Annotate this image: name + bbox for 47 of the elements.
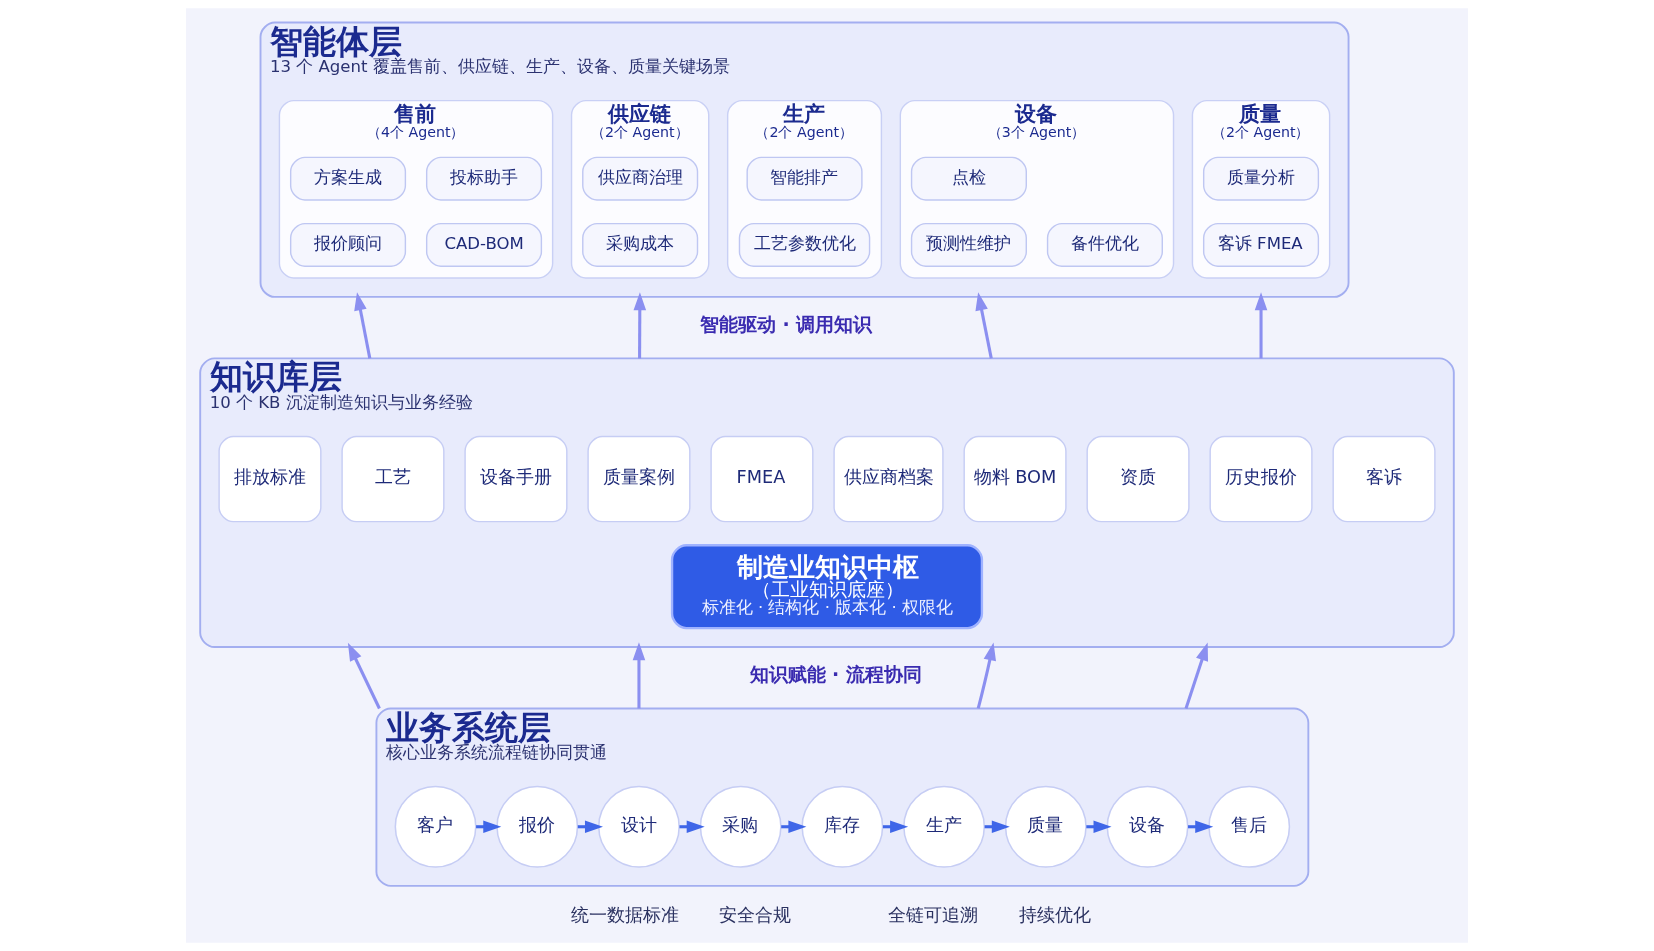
node-circle: 生产: [903, 785, 986, 868]
node-box: 质量案例: [587, 435, 691, 523]
node-box: CAD-BOM: [425, 222, 543, 267]
node-box: 设备手册: [464, 435, 568, 523]
arrow: [1184, 642, 1209, 709]
node-box: 客诉 FMEA: [1202, 222, 1320, 267]
node-circle: 采购: [699, 785, 782, 868]
node-box: 历史报价: [1209, 435, 1313, 523]
arrow: [633, 292, 647, 359]
node-box: 质量分析: [1202, 156, 1320, 201]
node-box: 供应商治理: [582, 156, 699, 201]
node-box: 物料 BOM: [963, 435, 1067, 523]
node-box: 备件优化: [1046, 222, 1163, 267]
node-box: 方案生成: [289, 156, 407, 201]
arrow: [1254, 292, 1268, 359]
label: 持续优化: [1019, 904, 1092, 925]
node-circle: 售后: [1208, 785, 1291, 868]
node-box: 资质: [1086, 435, 1190, 523]
label: 安全合规: [718, 904, 791, 925]
node-circle: 客户: [394, 785, 477, 868]
label: 知识赋能 · 流程协同: [749, 663, 922, 686]
label: 全链可追溯: [888, 904, 979, 925]
arrow: [976, 642, 996, 709]
node-circle: 报价: [496, 785, 579, 868]
node-circle: 库存: [801, 785, 884, 868]
node-box: 工艺: [341, 435, 445, 523]
arrow: [347, 642, 381, 710]
node-box: 客诉: [1332, 435, 1436, 523]
node-box: 排放标准: [218, 435, 322, 523]
node-box: 投标助手: [425, 156, 543, 201]
arrow: [354, 292, 372, 359]
node-box: FMEA: [710, 435, 814, 523]
node-circle: 设备: [1106, 785, 1189, 868]
node-circle: 质量: [1004, 785, 1087, 868]
arrow: [975, 292, 993, 359]
node-box: 预测性维护: [910, 222, 1027, 267]
node-box: 制造业知识中枢 （工业知识底座） 标准化 · 结构化 · 版本化 · 权限化: [670, 544, 984, 630]
node-box: 智能排产: [746, 156, 863, 201]
node-box: 点检: [910, 156, 1027, 201]
node-box: 供应商档案: [833, 435, 944, 523]
arrow: [632, 642, 646, 709]
label: 统一数据标准: [570, 904, 679, 925]
node-box: 工艺参数优化: [738, 222, 871, 267]
node-box: 报价顾问: [289, 222, 407, 267]
node-box: 采购成本: [582, 222, 699, 267]
node-circle: 设计: [598, 785, 680, 868]
label: 智能驱动 · 调用知识: [699, 312, 873, 335]
